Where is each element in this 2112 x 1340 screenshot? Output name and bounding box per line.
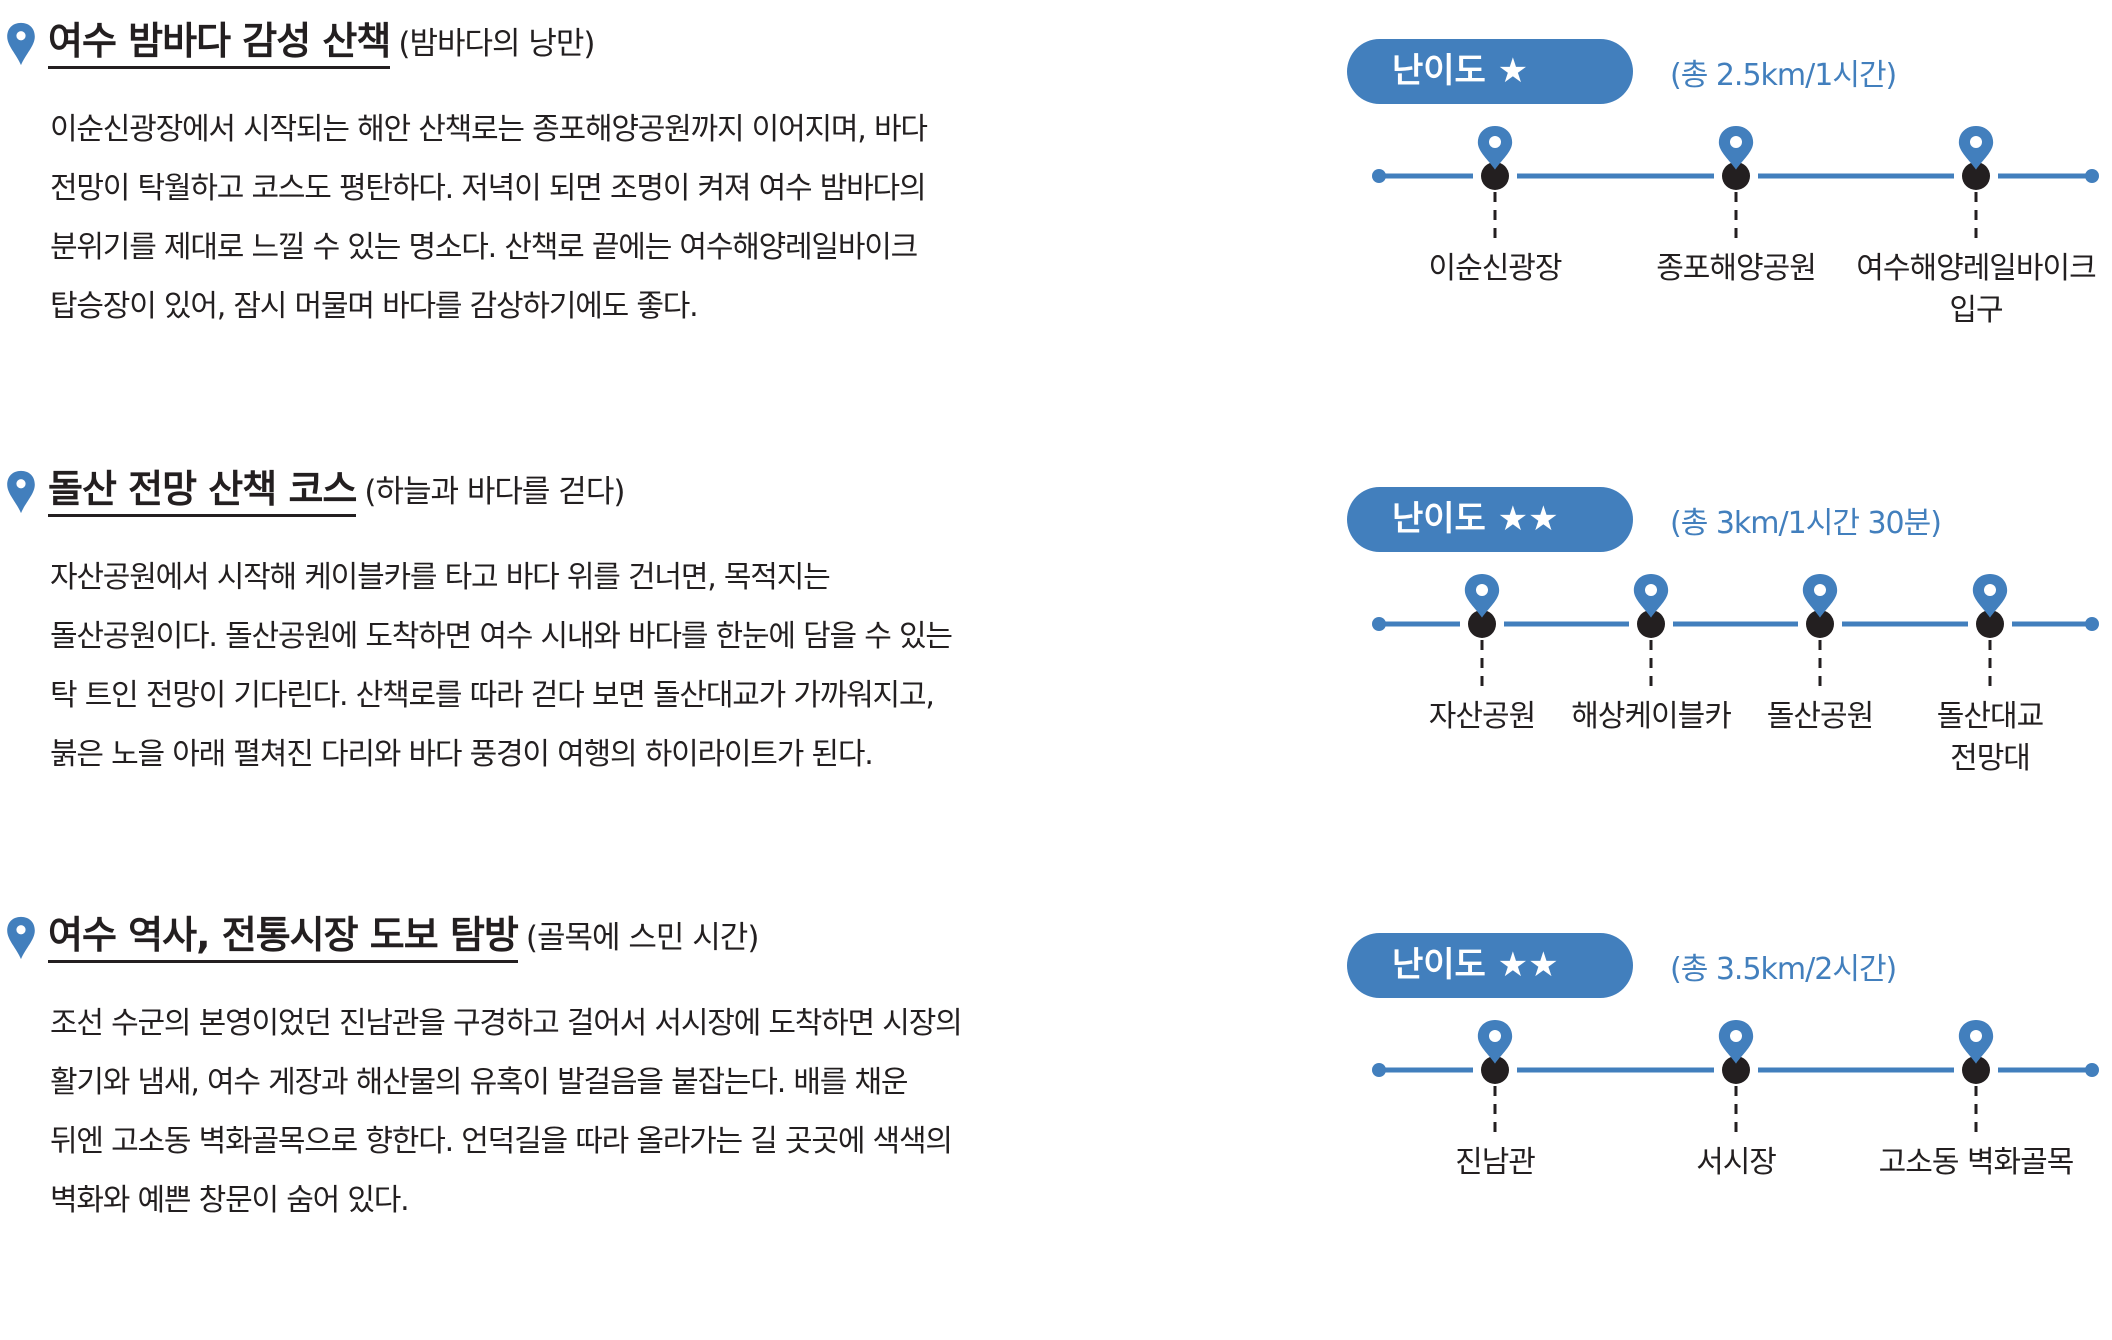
stop-label-line: 서시장 <box>1696 1145 1777 1180</box>
stop-label-line: 고소동 벽화골목 <box>1878 1145 2075 1180</box>
route-stop-marker <box>1954 1020 1998 1138</box>
stop-label-line: 돌산공원 <box>1766 699 1874 734</box>
stop-label-line: 여수해양레일바이크 <box>1856 251 2096 286</box>
route-start-dot <box>1372 169 1386 183</box>
route-stop-marker <box>1460 574 1504 692</box>
stop-label: 진남관 <box>1455 1142 1536 1184</box>
route-timeline <box>1372 126 2099 244</box>
stop-dot <box>1962 1056 1990 1084</box>
stop-label: 종포해양공원 <box>1656 248 1817 290</box>
course-description: 조선 수군의 본영이었던 진남관을 구경하고 걸어서 서시장에 도착하면 시장의… <box>50 994 1140 1230</box>
stop-label: 자산공원 <box>1428 696 1536 738</box>
stop-label: 고소동 벽화골목 <box>1878 1142 2075 1184</box>
description-line: 탁 트인 전망이 기다린다. 산책로를 따라 걷다 보면 돌산대교가 가까워지고… <box>50 678 935 713</box>
stop-label: 이순신광장 <box>1428 248 1563 290</box>
route-stop-marker <box>1714 1020 1758 1138</box>
difficulty-badge: 난이도 ★ <box>1347 39 1633 104</box>
stop-dot <box>1962 162 1990 190</box>
route-timeline <box>1372 1020 2099 1138</box>
description-line: 붉은 노을 아래 펼쳐진 다리와 바다 풍경이 여행의 하이라이트가 된다. <box>50 737 874 772</box>
route-stop-marker <box>1968 574 2012 692</box>
route-end-dot <box>2085 617 2099 631</box>
location-pin-icon <box>7 470 35 513</box>
stop-label-line: 이순신광장 <box>1428 251 1563 286</box>
course-title-row: 돌산 전망 산책 코스(하늘과 바다를 걷다) <box>6 466 625 517</box>
stop-dot <box>1468 610 1496 638</box>
description-line: 돌산공원이다. 돌산공원에 도착하면 여수 시내와 바다를 한눈에 담을 수 있… <box>50 619 953 654</box>
stop-label-line: 진남관 <box>1455 1145 1536 1180</box>
course-section: 여수 밤바다 감성 산책(밤바다의 낭만) 이순신광장에서 시작되는 해안 산책로… <box>0 0 2112 446</box>
stop-dot <box>1976 610 2004 638</box>
description-line: 이순신광장에서 시작되는 해안 산책로는 종포해양공원까지 이어지며, 바다 <box>50 112 928 147</box>
stop-label-line: 전망대 <box>1950 741 2031 776</box>
stop-dot <box>1806 610 1834 638</box>
course-title: 여수 역사, 전통시장 도보 탐방 <box>48 912 519 963</box>
course-title: 돌산 전망 산책 코스 <box>48 466 357 517</box>
course-title-row: 여수 역사, 전통시장 도보 탐방(골목에 스민 시간) <box>6 912 760 963</box>
description-line: 분위기를 제대로 느낄 수 있는 명소다. 산책로 끝에는 여수해양레일바이크 <box>50 230 918 265</box>
stop-label: 서시장 <box>1696 1142 1777 1184</box>
course-title: 여수 밤바다 감성 산책 <box>48 18 391 69</box>
route-end-dot <box>2085 1063 2099 1077</box>
stop-label-line: 돌산대교 <box>1936 699 2044 734</box>
route-stop-marker <box>1629 574 1673 692</box>
stop-label-line: 해상케이블카 <box>1571 699 1732 734</box>
course-distance-time: (총 3km/1시간 30분) <box>1670 506 1942 541</box>
route-stop-marker <box>1473 126 1517 244</box>
stop-label-line: 입구 <box>1949 293 2003 328</box>
description-line: 탑승장이 있어, 잠시 머물며 바다를 감상하기에도 좋다. <box>50 289 699 324</box>
route-stop-marker <box>1473 1020 1517 1138</box>
description-line: 조선 수군의 본영이었던 진남관을 구경하고 걸어서 서시장에 도착하면 시장의 <box>50 1006 963 1041</box>
location-pin-icon <box>7 916 35 959</box>
course-section: 여수 역사, 전통시장 도보 탐방(골목에 스민 시간) 조선 수군의 본영이었던… <box>0 894 2112 1340</box>
route-start-dot <box>1372 617 1386 631</box>
route-end-dot <box>2085 169 2099 183</box>
stop-label-line: 자산공원 <box>1428 699 1536 734</box>
route-timeline <box>1372 574 2099 692</box>
course-distance-time: (총 3.5km/2시간) <box>1670 952 1897 987</box>
course-subtitle: (골목에 스민 시간) <box>525 920 760 956</box>
course-subtitle: (밤바다의 낭만) <box>398 26 595 62</box>
route-start-dot <box>1372 1063 1386 1077</box>
course-distance-time: (총 2.5km/1시간) <box>1670 58 1897 93</box>
stop-label: 돌산공원 <box>1766 696 1874 738</box>
description-line: 자산공원에서 시작해 케이블카를 타고 바다 위를 건너면, 목적지는 <box>50 560 831 595</box>
description-line: 활기와 냄새, 여수 게장과 해산물의 유혹이 발걸음을 붙잡는다. 배를 채운 <box>50 1065 908 1100</box>
route-stop-marker <box>1954 126 1998 244</box>
stop-dot <box>1722 1056 1750 1084</box>
description-line: 전망이 탁월하고 코스도 평탄하다. 저녁이 되면 조명이 켜져 여수 밤바다의 <box>50 171 927 206</box>
location-pin-icon <box>7 22 35 65</box>
difficulty-badge: 난이도 ★★ <box>1347 487 1633 552</box>
stop-dot <box>1637 610 1665 638</box>
course-title-row: 여수 밤바다 감성 산책(밤바다의 낭만) <box>6 18 596 69</box>
route-stop-marker <box>1798 574 1842 692</box>
stop-dot <box>1481 162 1509 190</box>
stop-dot <box>1481 1056 1509 1084</box>
course-section: 돌산 전망 산책 코스(하늘과 바다를 걷다) 자산공원에서 시작해 케이블카를 … <box>0 448 2112 894</box>
route-stop-marker <box>1714 126 1758 244</box>
description-line: 뒤엔 고소동 벽화골목으로 향한다. 언덕길을 따라 올라가는 길 곳곳에 색색… <box>50 1124 953 1159</box>
difficulty-badge: 난이도 ★★ <box>1347 933 1633 998</box>
stop-dot <box>1722 162 1750 190</box>
description-line: 벽화와 예쁜 창문이 숨어 있다. <box>50 1183 410 1218</box>
stop-label: 해상케이블카 <box>1571 696 1732 738</box>
course-subtitle: (하늘과 바다를 걷다) <box>364 474 625 510</box>
stop-label-line: 종포해양공원 <box>1656 251 1817 286</box>
